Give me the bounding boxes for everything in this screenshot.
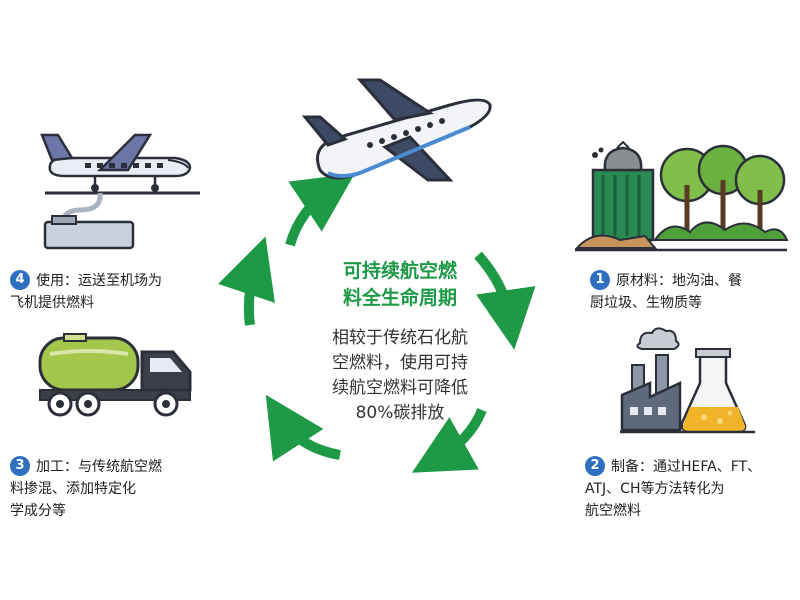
step-item-production: 2 制备：通过HEFA、FT、 ATJ、CH等方法转化为 航空燃料 bbox=[585, 456, 761, 522]
cycle-arrow-icon bbox=[218, 236, 275, 326]
biomass-trees-icon bbox=[574, 140, 789, 252]
step-label-line: 厨垃圾、生物质等 bbox=[590, 295, 702, 311]
step-number-badge: 3 bbox=[10, 456, 30, 476]
step-item-raw-materials: 1 原材料：地沟油、餐 厨垃圾、生物质等 bbox=[590, 270, 742, 314]
cycle-arrow-icon bbox=[474, 251, 536, 350]
step-item-processing: 3 加工：与传统航空燃 料掺混、添加特定化 学成分等 bbox=[10, 456, 162, 522]
cycle-description: 相较于传统石化航 空燃料，使用可持 续航空燃料可降低 80%碳排放 bbox=[285, 326, 515, 426]
step-label-line: 使用：运送至机场为 bbox=[36, 273, 162, 289]
step-number-badge: 2 bbox=[585, 456, 605, 476]
cycle-description-line: 相较于传统石化航 bbox=[332, 328, 468, 348]
cycle-title-line: 料全生命周期 bbox=[342, 287, 457, 309]
factory-flask-icon bbox=[620, 327, 755, 434]
cycle-arrow-icon bbox=[411, 408, 487, 473]
step-label-line: 学成分等 bbox=[10, 503, 66, 519]
cycle-arrow-icon bbox=[285, 173, 355, 247]
tanker-truck-icon bbox=[38, 333, 192, 417]
step-label-line: 料掺混、添加特定化 bbox=[10, 481, 136, 497]
step-label-line: ATJ、CH等方法转化为 bbox=[585, 481, 725, 497]
step-number-badge: 1 bbox=[590, 270, 610, 290]
step-label-line: 航空燃料 bbox=[585, 503, 641, 519]
step-item-use: 4 使用：运送至机场为 飞机提供燃料 bbox=[10, 270, 162, 314]
cycle-title-line: 可持续航空燃 bbox=[342, 260, 457, 282]
cycle-title: 可持续航空燃 料全生命周期 bbox=[290, 258, 510, 312]
refueling-plane-icon bbox=[40, 133, 200, 250]
cycle-description-line: 续航空燃料可降低 bbox=[332, 378, 468, 398]
step-number-badge: 4 bbox=[10, 270, 30, 290]
cycle-arrow-icon bbox=[265, 394, 341, 462]
step-label-line: 原材料：地沟油、餐 bbox=[616, 273, 742, 289]
cycle-description-line: 空燃料，使用可持 bbox=[332, 353, 468, 373]
step-label-line: 飞机提供燃料 bbox=[10, 295, 94, 311]
step-label-line: 加工：与传统航空燃 bbox=[36, 459, 162, 475]
cycle-description-line: 80%碳排放 bbox=[355, 403, 445, 423]
airplane-icon bbox=[301, 78, 492, 182]
step-label-line: 制备：通过HEFA、FT、 bbox=[611, 459, 762, 475]
